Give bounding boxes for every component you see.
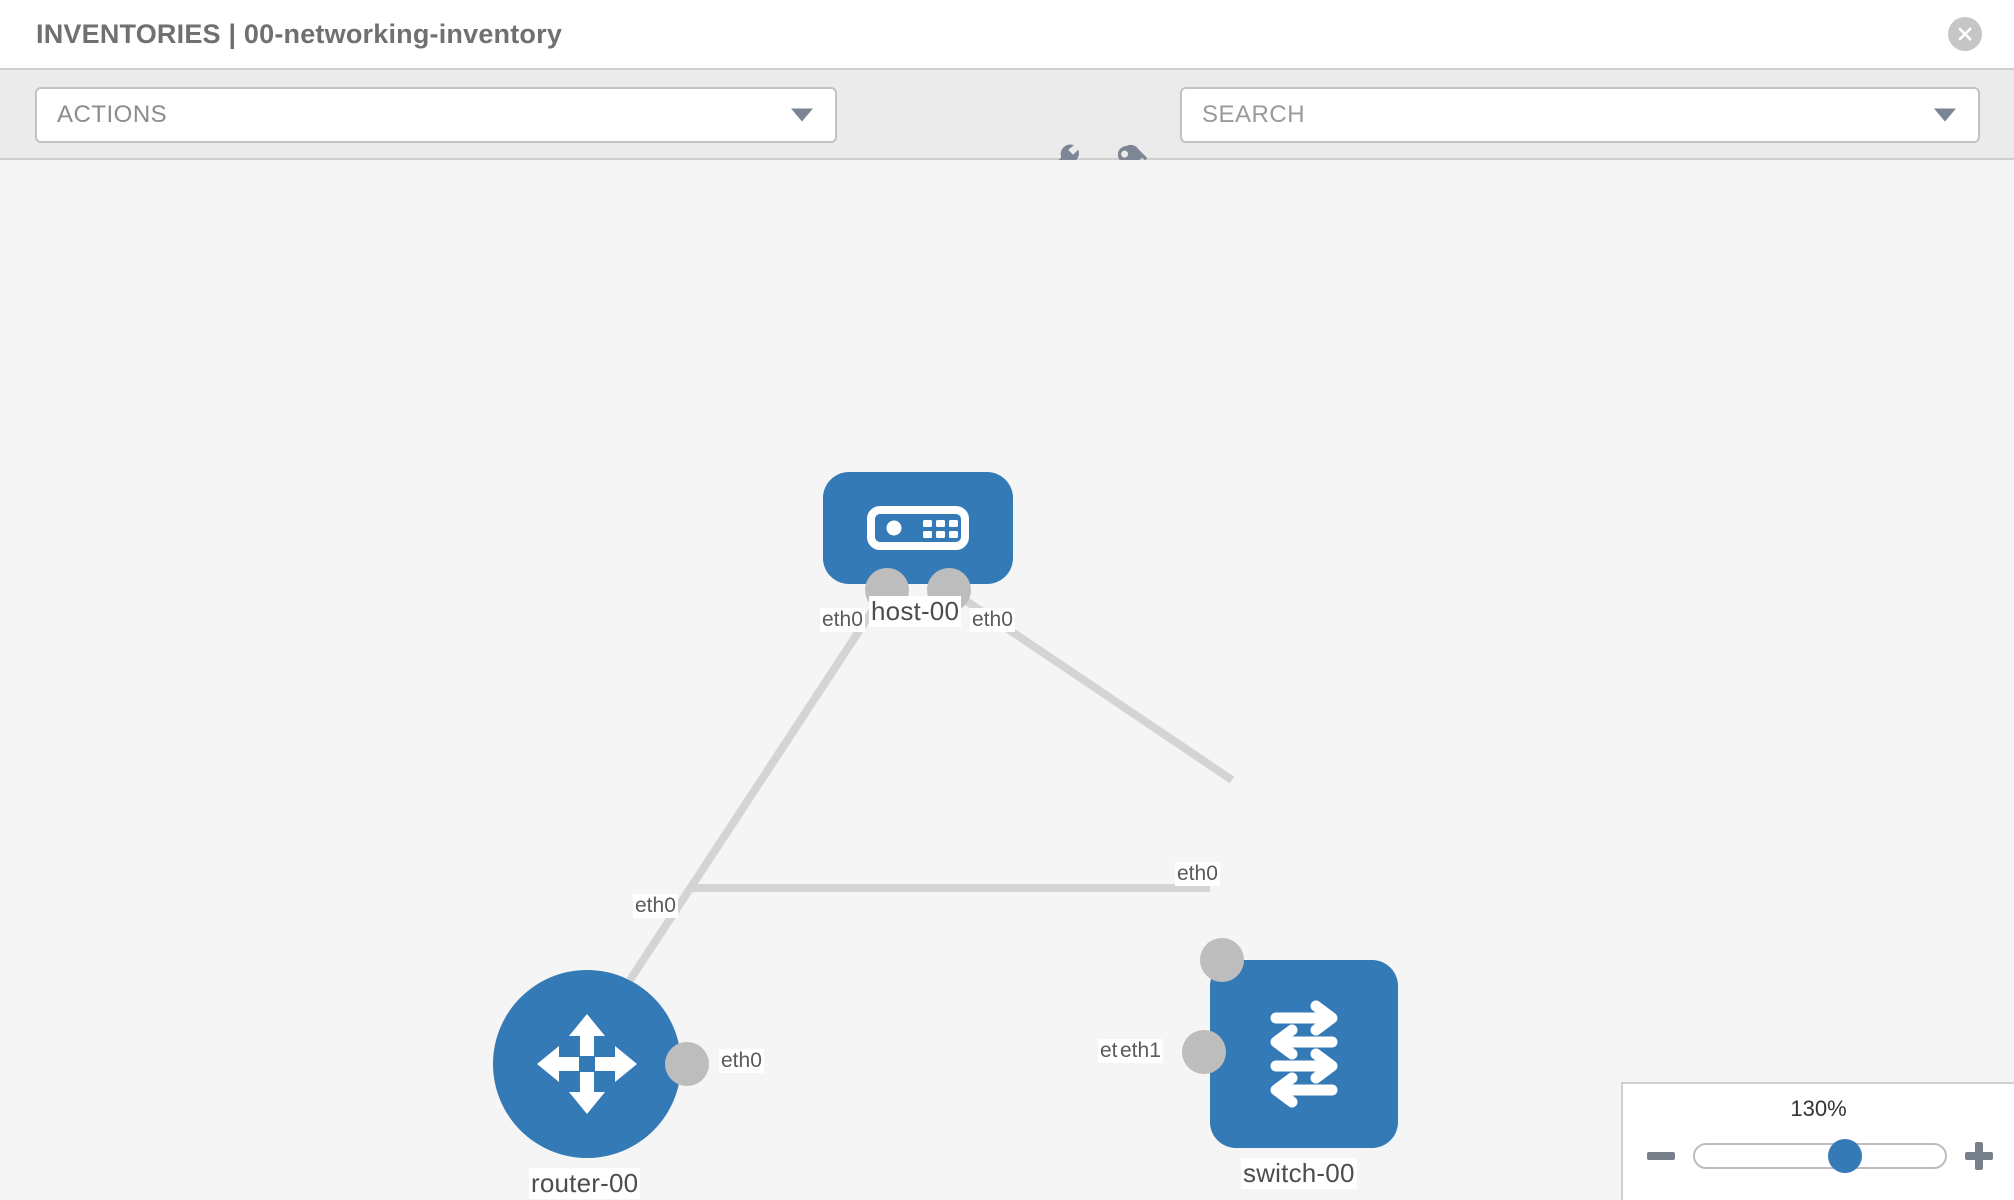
switch-icon [1270, 1000, 1338, 1108]
zoom-slider-row [1623, 1134, 2014, 1178]
actions-dropdown[interactable]: ACTIONS [35, 87, 837, 143]
switch-00-port-top[interactable] [1200, 938, 1244, 982]
router-00-shape[interactable] [493, 970, 681, 1158]
zoom-slider[interactable] [1692, 1139, 1947, 1173]
topology-toolbar: ACTIONS SEARCH [0, 68, 2014, 174]
switch-00-iface-left: eth1 [1118, 1039, 1163, 1063]
topology-canvas[interactable]: eth0 host-00 eth0 [0, 160, 2014, 1200]
key-icon[interactable] [1108, 135, 1154, 181]
topology-links [626, 586, 1235, 983]
chevron-down-icon[interactable] [1934, 108, 1956, 122]
host-00-shape[interactable] [823, 472, 1013, 584]
page-title: INVENTORIES | 00-networking-inventory [36, 18, 563, 49]
node-router-00[interactable]: eth0 eth0 router-00 [493, 894, 764, 1200]
host-00-iface-right: eth0 [970, 608, 1015, 632]
zoom-out-button[interactable] [1643, 1138, 1679, 1174]
server-icon [867, 506, 969, 550]
router-00-iface-right: eth0 [719, 1049, 764, 1073]
router-00-iface-up: eth0 [633, 894, 678, 918]
host-00-iface-left: eth0 [820, 608, 865, 632]
switch-00-iface-up: eth0 [1175, 862, 1220, 886]
host-00-label: host-00 [869, 596, 962, 627]
zoom-control-panel: 130% [1621, 1082, 2014, 1200]
router-icon [537, 1014, 637, 1114]
chevron-down-icon [791, 108, 813, 122]
zoom-in-button[interactable] [1961, 1138, 1997, 1174]
switch-00-port-left[interactable] [1182, 1030, 1226, 1074]
router-00-label: router-00 [529, 1168, 641, 1199]
search-placeholder: SEARCH [1202, 101, 1306, 128]
switch-00-label: switch-00 [1241, 1158, 1357, 1189]
node-host-00[interactable]: eth0 host-00 eth0 [820, 472, 1015, 672]
node-switch-00[interactable]: eth0 eth0 eth1 switch-00 [1098, 862, 1430, 1200]
switch-00-shape[interactable] [1210, 960, 1398, 1148]
page-header: INVENTORIES | 00-networking-inventory [0, 0, 2014, 68]
close-icon[interactable] [1948, 17, 1982, 51]
zoom-percent-label: 130% [1790, 1096, 1847, 1121]
zoom-slider-thumb[interactable] [1827, 1139, 1862, 1173]
actions-dropdown-label: ACTIONS [57, 101, 168, 128]
router-00-port-right[interactable] [665, 1042, 709, 1086]
search-input[interactable]: SEARCH [1180, 87, 1980, 143]
